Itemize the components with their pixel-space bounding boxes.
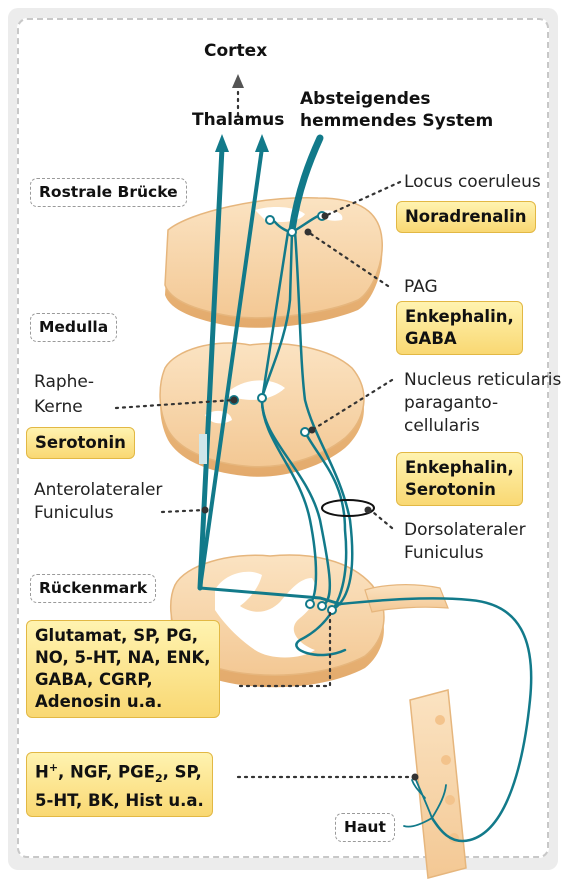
spinal-transmitters-line-1: Glutamat, SP, PG, xyxy=(35,625,211,647)
thalamus-arrow-2 xyxy=(255,134,269,152)
anterolateral-line-2: Funiculus xyxy=(34,503,114,524)
cortex-label: Cortex xyxy=(204,41,267,62)
skin-line-1-rest: , NGF, PGE xyxy=(58,763,155,782)
enkephalin-serotonin-box: Enkephalin, Serotonin xyxy=(396,452,523,506)
skin-h-superscript: + xyxy=(49,761,58,774)
nucleus-line-1: Nucleus reticularis xyxy=(404,370,561,391)
region-tag-rueckenmark: Rückenmark xyxy=(30,574,156,603)
spinal-transmitters-line-4: Adenosin u.a. xyxy=(35,691,211,713)
nucleus-line-3: cellularis xyxy=(404,416,480,437)
anterolateral-line-1: Anterolateraler xyxy=(34,480,162,501)
dorsolateral-line-1: Dorsolateraler xyxy=(404,520,526,541)
raphe-line-2: Kerne xyxy=(34,397,83,418)
dorsolateral-line-2: Funiculus xyxy=(404,543,484,564)
skin-mediators-box: H+, NGF, PGE2, SP, 5-HT, BK, Hist u.a. xyxy=(26,752,213,817)
pag-label: PAG xyxy=(404,277,438,298)
enkephalin-serotonin-line-1: Enkephalin, xyxy=(405,457,514,479)
thalamus-label: Thalamus xyxy=(192,110,284,131)
region-tag-haut: Haut xyxy=(335,813,395,842)
nucleus-line-2: paraganto- xyxy=(404,393,498,414)
spinal-transmitters-box: Glutamat, SP, PG, NO, 5-HT, NA, ENK, GAB… xyxy=(26,620,220,718)
region-tag-medulla: Medulla xyxy=(30,313,117,342)
skin-line-1-end: , SP, xyxy=(163,763,202,782)
pathway-highlight xyxy=(199,434,207,464)
noradrenalin-box: Noradrenalin xyxy=(396,201,536,233)
thalamus-arrow-1 xyxy=(215,134,229,152)
locus-coeruleus-label: Locus coeruleus xyxy=(404,172,541,193)
absteigendes-label: Absteigendes xyxy=(300,89,431,110)
skin-mediators-line-2: 5-HT, BK, Hist u.a. xyxy=(35,790,204,812)
region-tag-rostrale-bruecke: Rostrale Brücke xyxy=(30,178,187,207)
spinal-transmitters-line-2: NO, 5-HT, NA, ENK, xyxy=(35,647,211,669)
enkephalin-gaba-box: Enkephalin, GABA xyxy=(396,301,523,355)
skin-pge-subscript: 2 xyxy=(155,772,163,785)
skin-h-text: H xyxy=(35,763,49,782)
spinal-transmitters-line-3: GABA, CGRP, xyxy=(35,669,211,691)
enkephalin-gaba-line-2: GABA xyxy=(405,328,514,350)
cortex-arrow xyxy=(232,74,244,88)
serotonin-box: Serotonin xyxy=(26,427,135,459)
raphe-line-1: Raphe- xyxy=(34,372,94,393)
skin-mediators-line-1: H+, NGF, PGE2, SP, xyxy=(35,757,204,790)
enkephalin-gaba-line-1: Enkephalin, xyxy=(405,306,514,328)
hemmendes-label: hemmendes System xyxy=(300,111,493,132)
enkephalin-serotonin-line-2: Serotonin xyxy=(405,479,514,501)
